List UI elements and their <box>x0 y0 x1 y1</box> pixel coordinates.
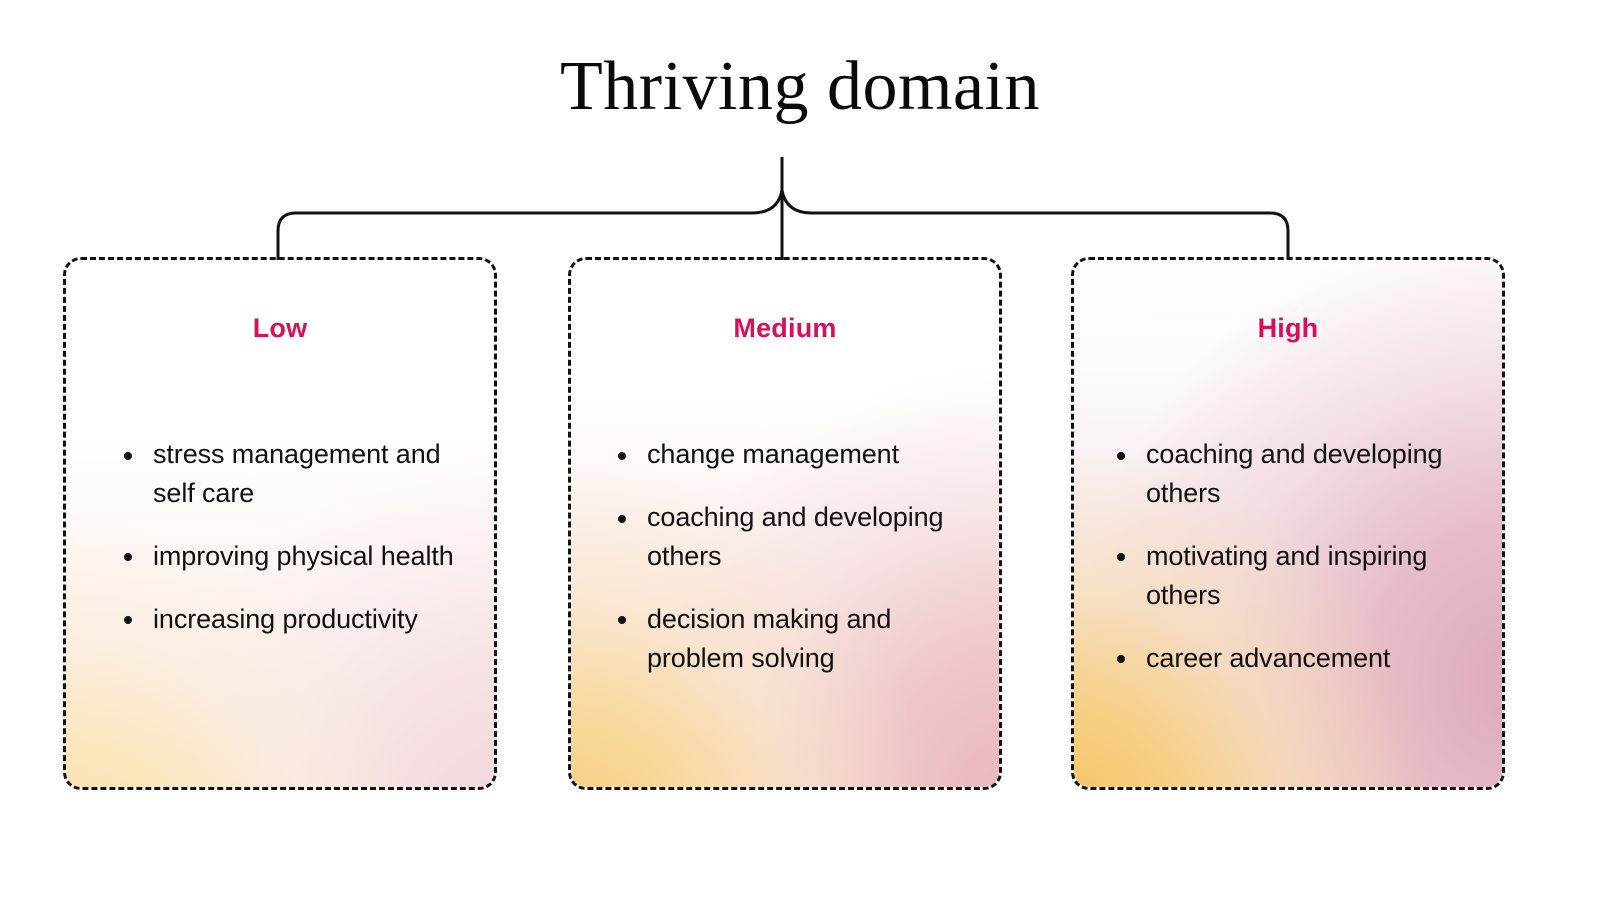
list-item: decision making and problem solving <box>615 600 987 678</box>
list-item: motivating and inspiring others <box>1114 537 1492 615</box>
list-item: change management <box>615 435 987 474</box>
column-list-medium: change management coaching and developin… <box>571 435 999 677</box>
column-header-low: Low <box>252 313 308 343</box>
bullet-icon <box>618 514 626 523</box>
list-item: coaching and developing others <box>615 498 987 576</box>
card-gradient-medium <box>571 260 999 787</box>
column-header-medium: Medium <box>733 313 837 343</box>
column-card-high[interactable]: High coaching and developing others moti… <box>1071 257 1505 790</box>
list-item-label: stress management and self care <box>153 439 441 508</box>
bullet-icon <box>1117 655 1125 664</box>
list-item: career advancement <box>1114 639 1492 678</box>
list-item: increasing productivity <box>121 600 480 639</box>
list-item-label: coaching and developing others <box>647 501 944 571</box>
bullet-icon <box>618 451 626 460</box>
bullet-icon <box>124 451 132 460</box>
list-item: improving physical health <box>121 537 480 576</box>
list-item-label: motivating and inspiring others <box>1146 540 1428 610</box>
bullet-icon <box>124 616 132 625</box>
list-item-label: decision making and problem solving <box>647 603 892 673</box>
list-item-label: coaching and developing others <box>1146 439 1443 508</box>
list-item-label: improving physical health <box>153 540 454 571</box>
column-list-low: stress management and self care improvin… <box>66 435 494 639</box>
card-gradient-high <box>1074 260 1502 787</box>
bullet-icon <box>124 553 132 562</box>
list-item-label: change management <box>647 439 899 469</box>
list-item: stress management and self care <box>121 435 480 513</box>
list-item-label: increasing productivity <box>153 603 418 634</box>
card-gradient-low <box>66 260 494 787</box>
column-card-medium[interactable]: Medium change management coaching and de… <box>568 257 1002 790</box>
list-item: coaching and developing others <box>1114 435 1492 513</box>
column-header-high: High <box>1257 313 1319 343</box>
list-item-label: career advancement <box>1146 642 1391 673</box>
page-title: Thriving domain <box>560 48 1040 125</box>
column-list-high: coaching and developing others motivatin… <box>1074 435 1502 677</box>
column-card-low[interactable]: Low stress management and self care impr… <box>63 257 497 790</box>
bullet-icon <box>1117 553 1125 562</box>
bullet-icon <box>618 616 626 625</box>
bullet-icon <box>1117 451 1125 460</box>
